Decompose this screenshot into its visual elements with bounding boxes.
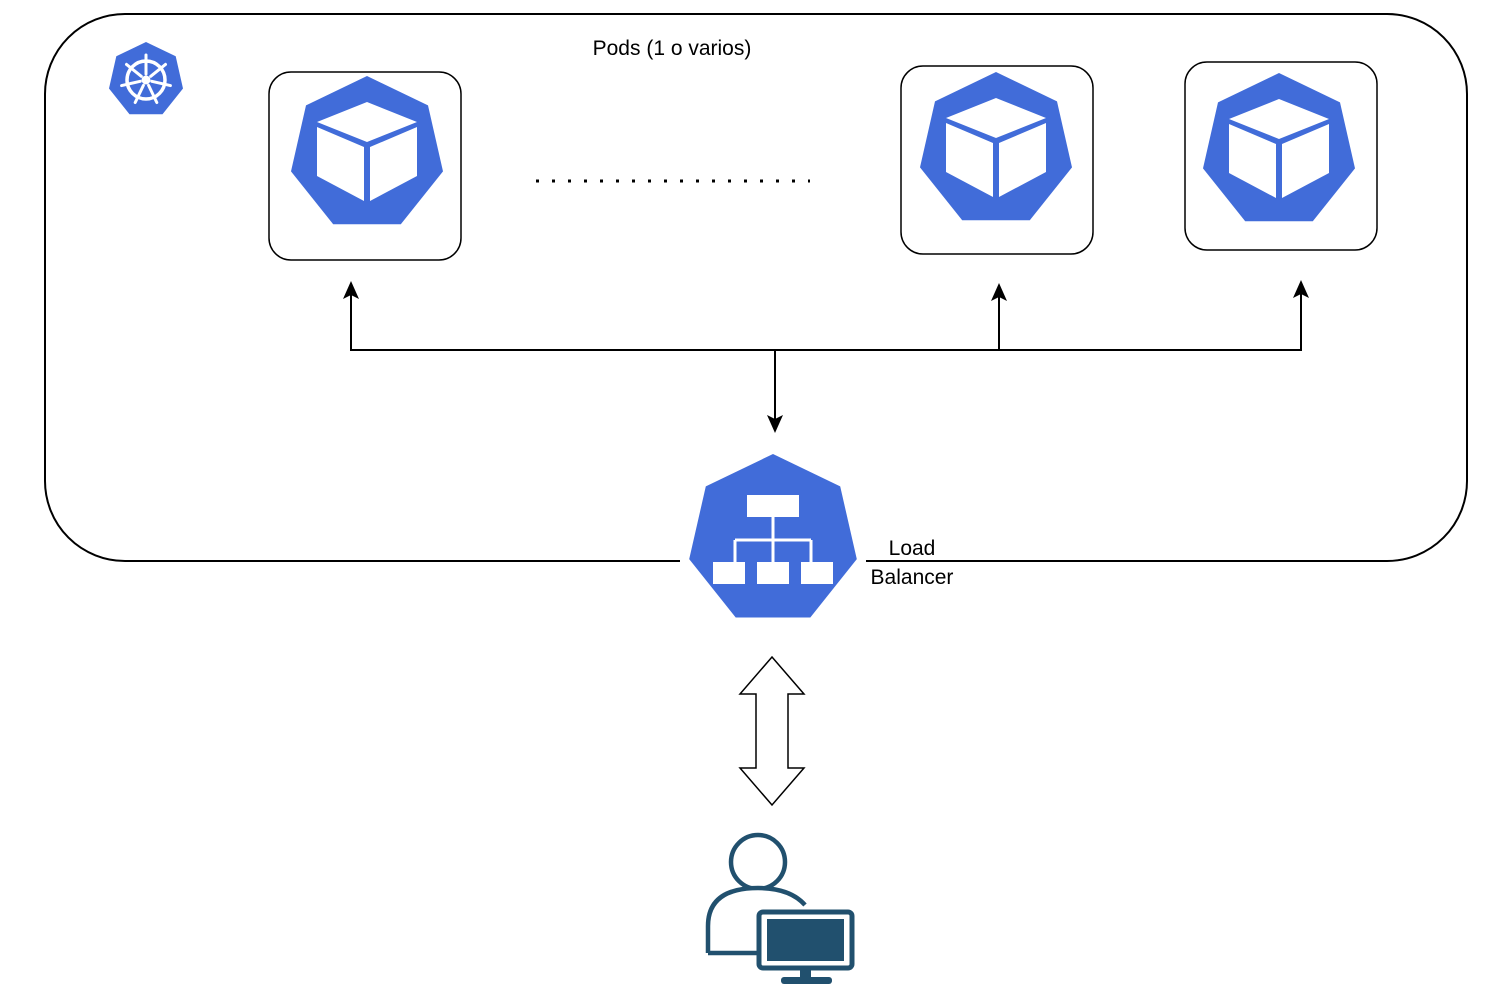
bus-line (350, 287, 1302, 351)
monitor-base (781, 977, 832, 984)
kubernetes-helm-icon (109, 42, 183, 115)
arrow-up-pod-3 (1293, 280, 1309, 298)
arrowheads (343, 280, 1309, 433)
arrow-up-pod-2 (991, 283, 1007, 301)
pod-1[interactable] (268, 71, 462, 261)
pod-3[interactable] (1184, 61, 1378, 251)
pod-cube-icon (920, 72, 1072, 221)
arrow-up-pod-1 (343, 281, 359, 299)
load-balancer-label-line2: Balancer (871, 566, 954, 589)
pod-cube-icon (291, 76, 443, 225)
load-balancer-icon[interactable] (689, 454, 857, 618)
monitor-screen (767, 919, 844, 961)
user-head (728, 832, 788, 892)
pod-cube-icon (1203, 73, 1355, 222)
arrow-down-lb (767, 415, 783, 433)
user-computer-icon (705, 832, 855, 984)
load-balancer-label-line1: Load (889, 537, 936, 560)
bidirectional-arrow (738, 655, 806, 807)
cluster-title: Pods (1 o varios) (593, 37, 752, 60)
pod-2[interactable] (900, 65, 1094, 255)
connector-lines (350, 287, 1302, 425)
monitor-stand (800, 968, 811, 978)
